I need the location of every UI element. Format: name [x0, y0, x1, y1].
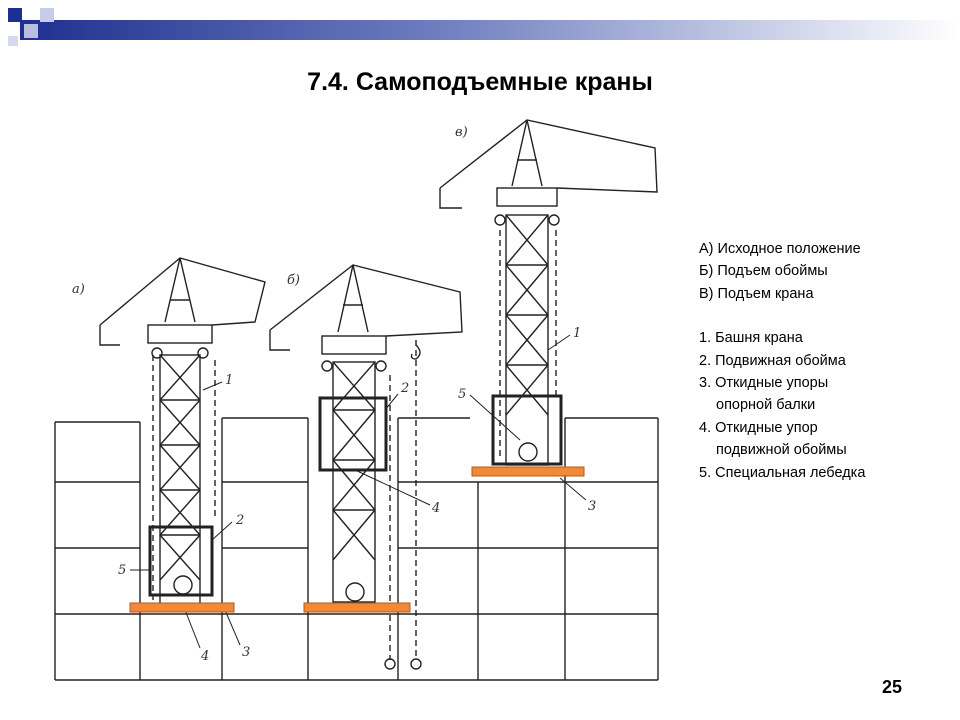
callout-leaders: [130, 334, 587, 649]
legend-state-c: В) Подъем крана: [699, 285, 814, 302]
legend-part-3-cont: опорной балки: [716, 397, 816, 414]
legend: А) Исходное положение Б) Подъем обоймы В…: [699, 238, 949, 484]
support-beam-b: [303, 602, 411, 613]
legend-part-2: 2. Подвижная обойма: [699, 352, 846, 369]
callout-c-5: 5: [458, 387, 466, 402]
callout-b-4: 4: [431, 501, 440, 516]
callout-a-1: 1: [225, 373, 233, 388]
view-label-b: б): [287, 273, 300, 288]
crane-c: [439, 119, 658, 466]
support-beam-c: [471, 466, 585, 477]
header-square-dark: [8, 8, 22, 22]
header-square-mid: [40, 8, 54, 22]
callout-c-3: 3: [588, 499, 596, 514]
legend-part-5: 5. Специальная лебедка: [699, 464, 866, 481]
header-gradient-bar: [20, 20, 960, 40]
slide-title: 7.4. Самоподъемные краны: [307, 68, 653, 96]
legend-part-3: 3. Откидные упоры: [699, 375, 829, 392]
callout-a-2: 2: [235, 513, 244, 528]
crane-a: [99, 257, 266, 611]
page-number: 25: [881, 677, 902, 697]
legend-part-1: 1. Башня крана: [699, 330, 803, 347]
building-grid: [54, 417, 659, 681]
view-label-a: а): [72, 282, 85, 297]
callout-a-4: 4: [200, 649, 209, 664]
legend-state-a: А) Исходное положение: [699, 241, 861, 257]
crane-b: [269, 264, 463, 670]
callout-a-3: 3: [242, 645, 250, 660]
header-square-small: [8, 36, 18, 46]
legend-part-4-cont: подвижной обоймы: [716, 442, 847, 459]
callout-a-5: 5: [118, 563, 126, 578]
header-square-light: [24, 24, 38, 38]
callout-c-1: 1: [573, 326, 581, 341]
legend-state-b: Б) Подъем обоймы: [699, 263, 828, 280]
support-beam-a: [129, 602, 235, 613]
callout-b-2: 2: [400, 381, 409, 396]
legend-part-4: 4. Откидные упор: [699, 419, 818, 436]
view-label-c: в): [455, 125, 468, 140]
